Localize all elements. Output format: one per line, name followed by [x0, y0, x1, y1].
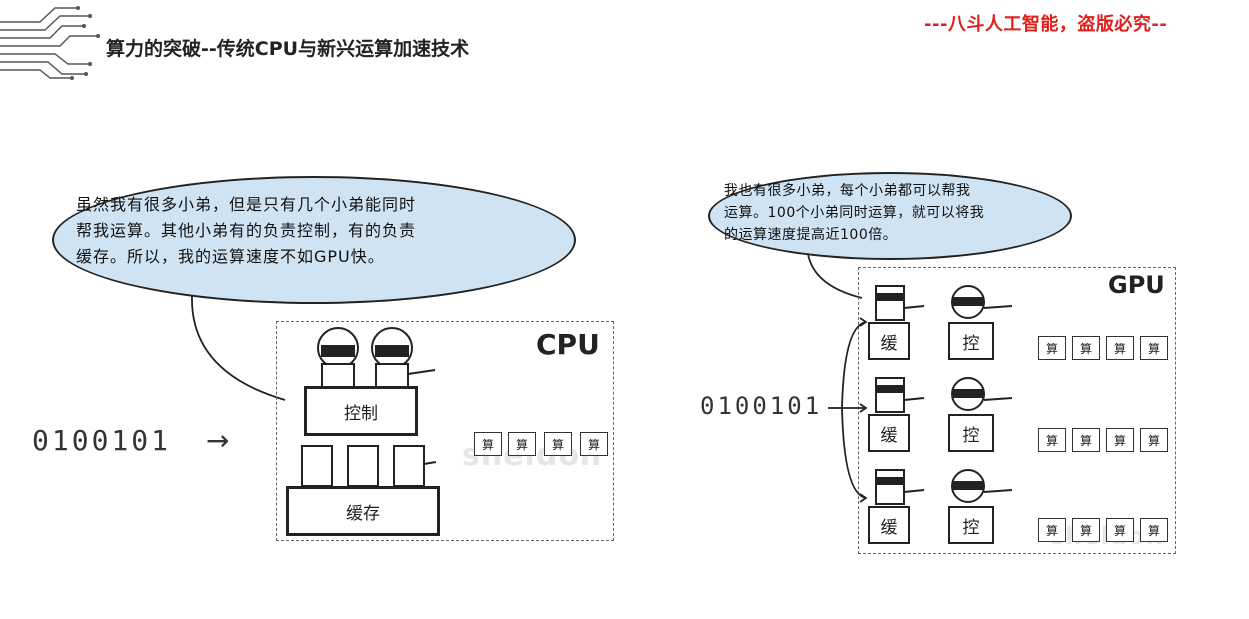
cpu-speech-tail [191, 295, 286, 401]
gpu-input-bits: 0100101 [700, 392, 823, 420]
gpu-cache-box: 缓 [868, 414, 910, 452]
cpu-control-box: 控制 [304, 386, 418, 436]
gpu-calc-unit: 算 [1140, 336, 1168, 360]
cpu-speech-line-2: 帮我运算。其他小弟有的负责控制，有的负责 [76, 221, 417, 240]
cpu-cache-workers [301, 445, 436, 487]
gpu-speech-line-1: 我也有很多小弟，每个小弟都可以帮我 [724, 183, 971, 199]
cpu-input-bits: 0100101 [32, 424, 172, 457]
gpu-worker-icon [875, 285, 1013, 321]
gpu-control-box: 控 [948, 322, 994, 360]
cpu-speech-line-3: 缓存。所以，我的运算速度不如GPU快。 [76, 247, 385, 266]
gpu-control-box: 控 [948, 414, 994, 452]
gpu-speech-line-3: 的运算速度提高近100倍。 [724, 227, 898, 243]
gpu-calc-unit: 算 [1106, 336, 1134, 360]
gpu-speech-line-2: 运算。100个小弟同时运算，就可以将我 [724, 205, 985, 221]
gpu-control-box: 控 [948, 506, 994, 544]
gpu-calc-unit: 算 [1072, 428, 1100, 452]
gpu-cache-box: 缓 [868, 506, 910, 544]
cpu-speech-bubble [52, 176, 576, 304]
gpu-calc-unit: 算 [1140, 518, 1168, 542]
gpu-distribution-arrows [828, 317, 868, 503]
gpu-calc-unit: 算 [1072, 336, 1100, 360]
cpu-container [276, 321, 614, 541]
gpu-calc-unit: 算 [1038, 518, 1066, 542]
gpu-speech-tail [807, 253, 863, 299]
gpu-worker-icon [875, 377, 1013, 413]
copyright-watermark: ---八斗人工智能，盗版必究-- [924, 14, 1168, 35]
gpu-calc-unit: 算 [1072, 518, 1100, 542]
gpu-speech-bubble [708, 172, 1072, 260]
cpu-control-workers [317, 327, 436, 393]
gpu-worker-icon [875, 469, 1013, 505]
cpu-calc-unit: 算 [474, 432, 502, 456]
circuit-logo-icon [0, 6, 100, 80]
cpu-input-arrow: → [206, 424, 230, 457]
gpu-calc-unit: 算 [1140, 428, 1168, 452]
cpu-cache-box: 缓存 [286, 486, 440, 536]
cpu-speech-line-1: 虽然我有很多小弟，但是只有几个小弟能同时 [76, 195, 417, 214]
gpu-calc-unit: 算 [1106, 518, 1134, 542]
gpu-container [858, 267, 1176, 554]
gpu-cache-box: 缓 [868, 322, 910, 360]
cpu-calc-unit: 算 [580, 432, 608, 456]
cpu-calc-unit: 算 [508, 432, 536, 456]
cpu-label: CPU [536, 328, 600, 361]
gpu-calc-unit: 算 [1038, 336, 1066, 360]
page-title: 算力的突破--传统CPU与新兴运算加速技术 [106, 38, 470, 60]
gpu-label: GPU [1108, 271, 1165, 299]
gpu-calc-unit: 算 [1038, 428, 1066, 452]
gpu-calc-unit: 算 [1106, 428, 1134, 452]
cpu-calc-unit: 算 [544, 432, 572, 456]
